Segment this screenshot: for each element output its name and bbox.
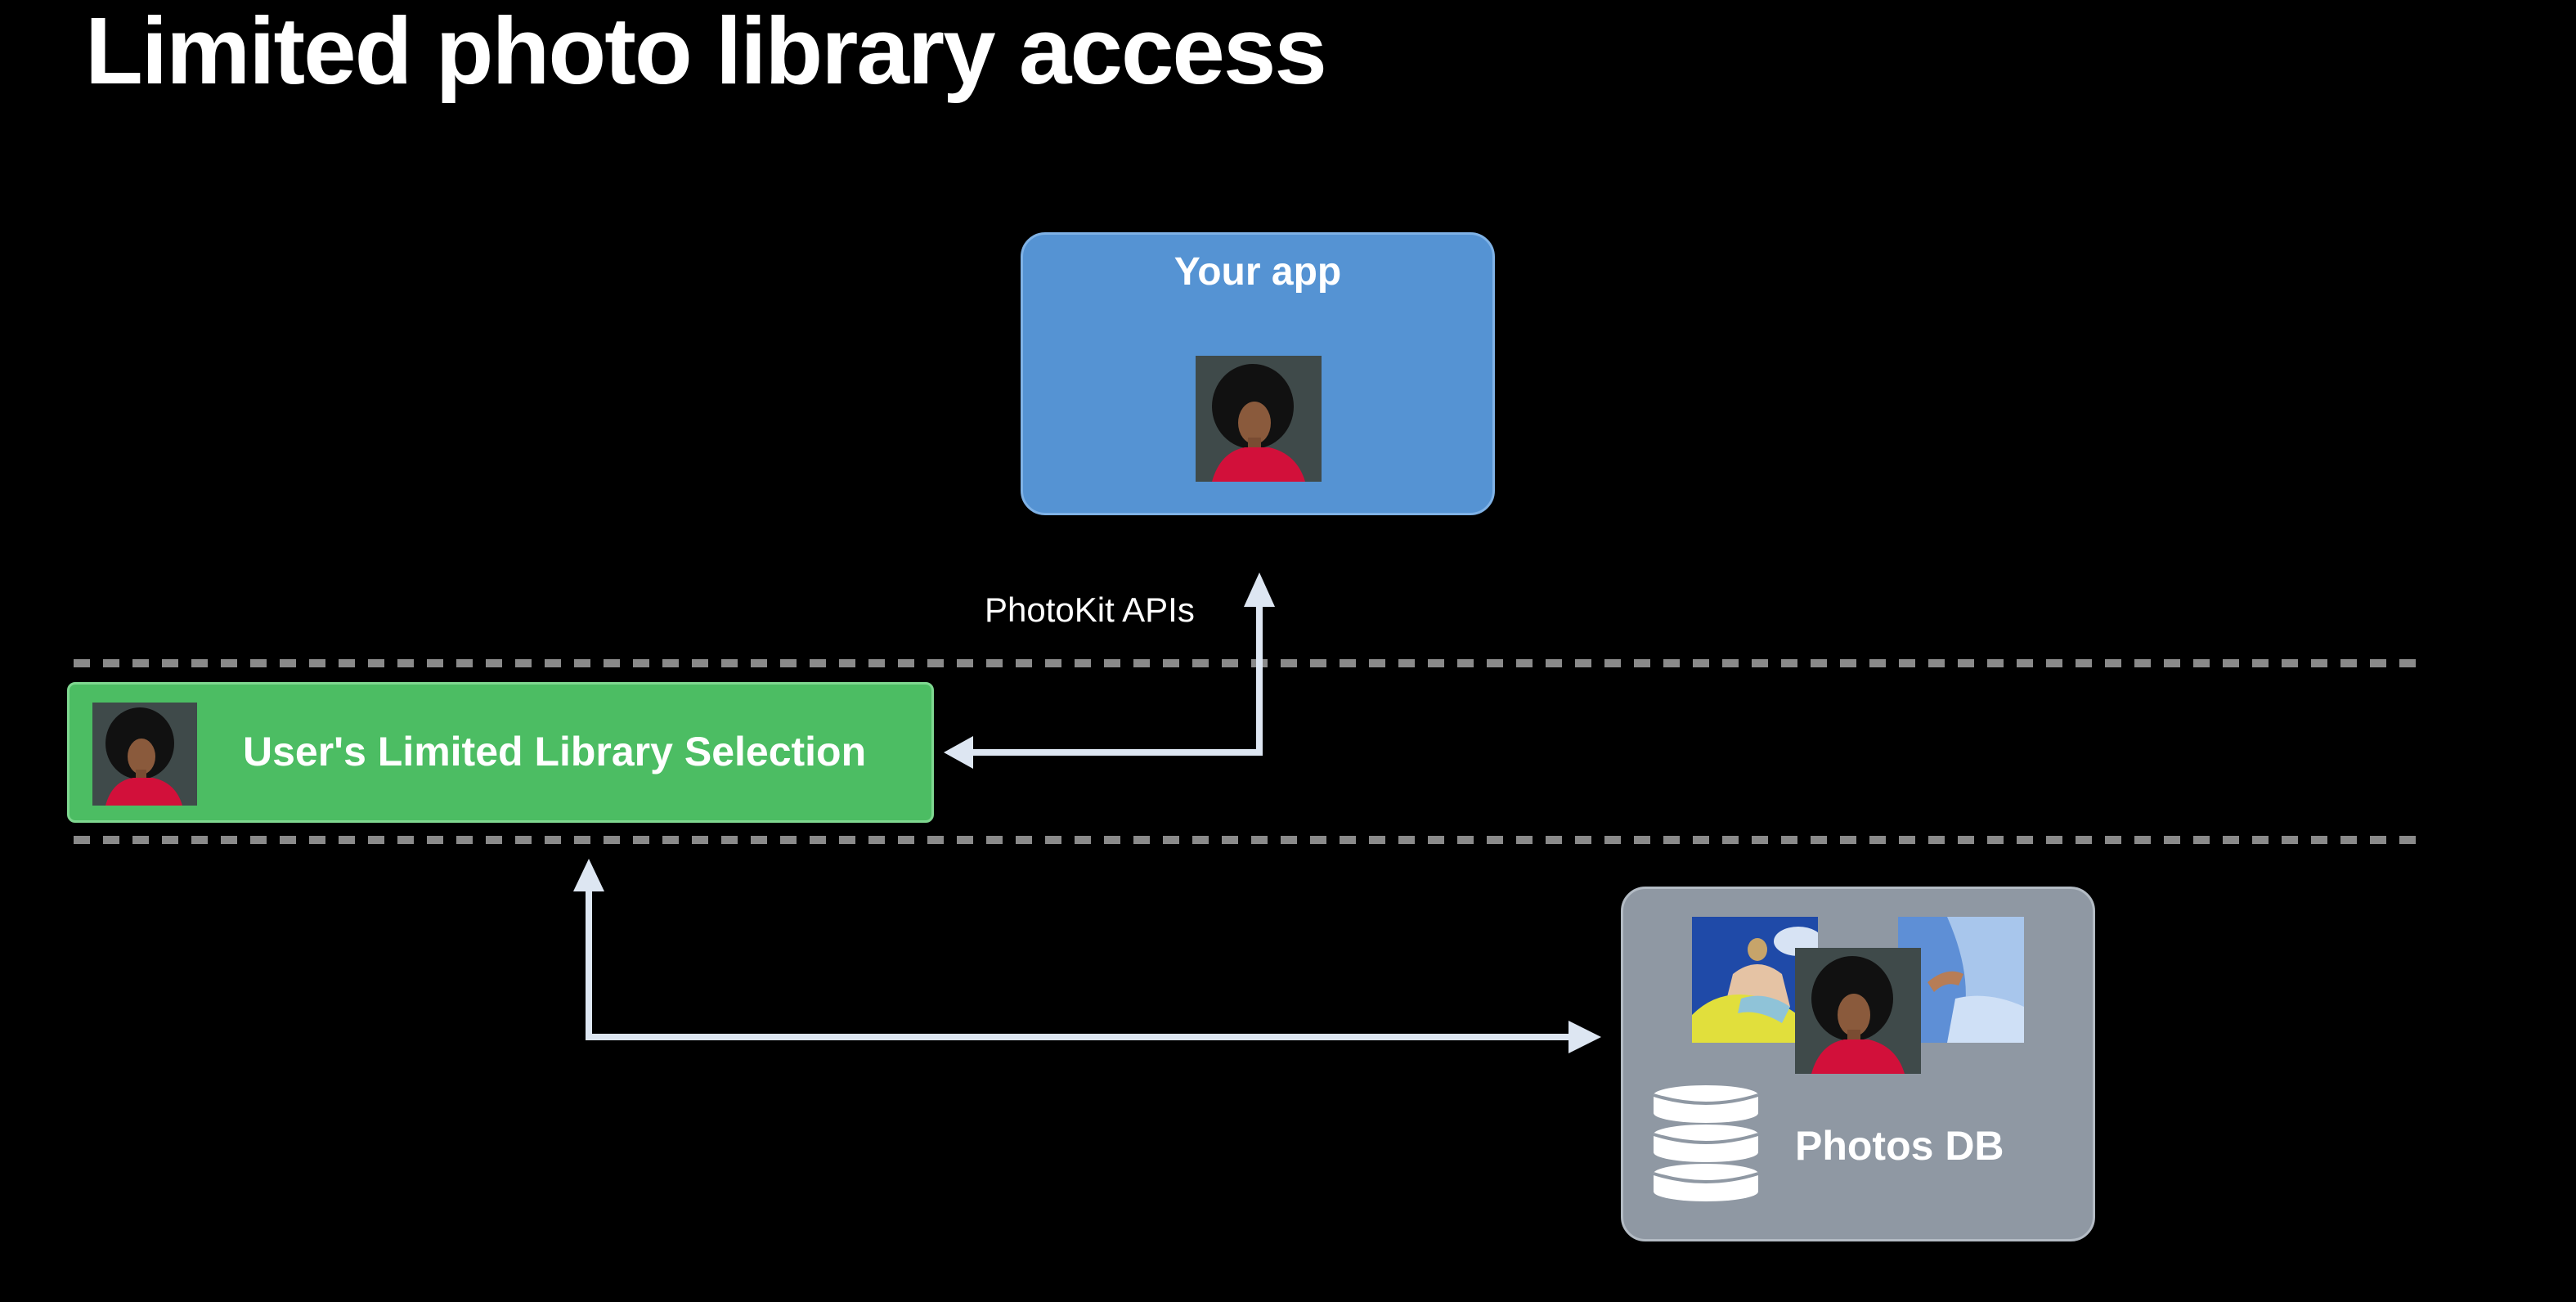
photos-db-label: Photos DB (1795, 1123, 2004, 1169)
selection-db-connector (586, 888, 1572, 1040)
your-app-label: Your app (1174, 250, 1342, 294)
arrowhead-up-selection (573, 859, 604, 891)
arrowhead-left-selection (944, 736, 973, 769)
slide-title: Limited photo library access (85, 0, 1327, 104)
limited-selection-label: User's Limited Library Selection (243, 729, 867, 774)
limited-selection-box: User's Limited Library Selection (67, 682, 934, 823)
arrowhead-right-db (1568, 1021, 1601, 1053)
your-app-box: Your app (1021, 232, 1495, 515)
portrait-photo (1196, 356, 1322, 482)
divider-bottom (74, 836, 2429, 844)
photos-db-box: Photos DB (1621, 887, 2095, 1241)
database-icon (1653, 1085, 1759, 1201)
portrait-photo (92, 703, 197, 806)
arrowhead-up-app (1244, 572, 1275, 607)
app-selection-connector (970, 604, 1263, 756)
photokit-apis-label: PhotoKit APIs (985, 590, 1195, 629)
portrait-photo (1795, 948, 1921, 1074)
divider-top (74, 659, 2429, 667)
